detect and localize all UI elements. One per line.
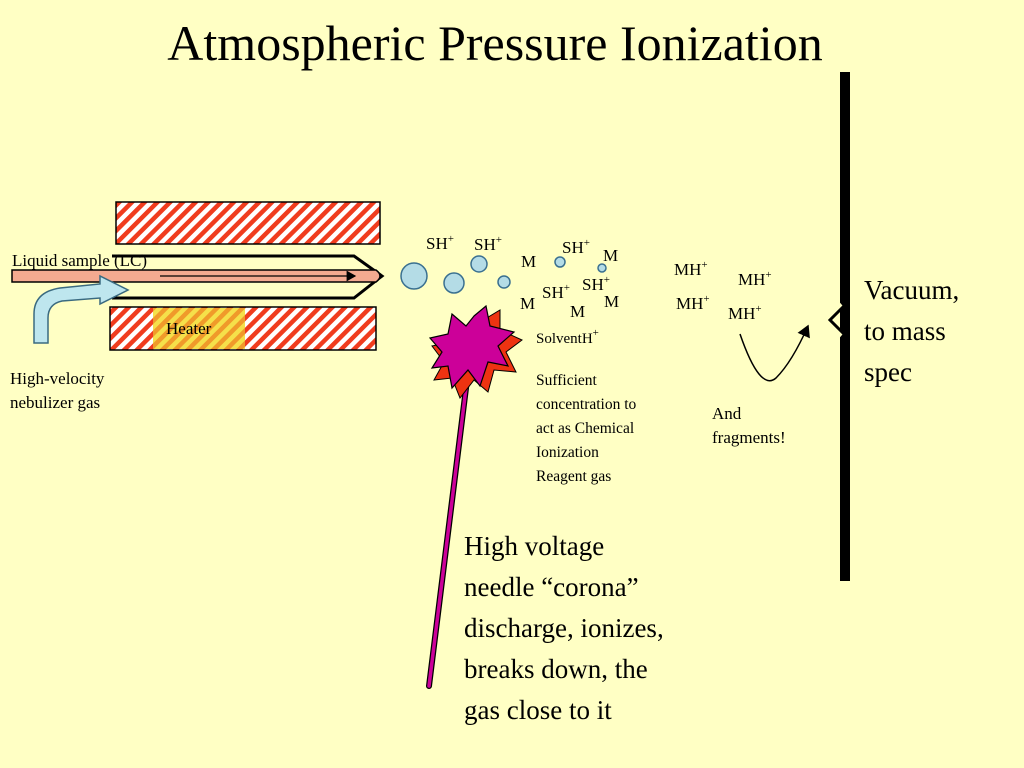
nebulizer-arrow: [33, 274, 130, 344]
heater-label-box: [153, 308, 245, 349]
ion-mh: MH+: [738, 269, 772, 290]
heater-block-top: [115, 201, 381, 245]
fragments-arrow: [739, 324, 810, 382]
liquid-sample-label: Liquid sample (LC): [12, 251, 148, 270]
ion-sh: SH+: [542, 282, 570, 303]
droplet: [554, 256, 566, 268]
heater-label: Heater: [166, 319, 212, 338]
ion-sh: SH+: [582, 274, 610, 295]
droplet: [400, 262, 428, 290]
ion-mh: MH+: [676, 293, 710, 314]
vacuum-orifice-edge: [827, 302, 848, 338]
nebulizer-label: High-velocity nebulizer gas: [10, 369, 105, 412]
ion-mh: MH+: [674, 259, 708, 280]
ion-m: M: [603, 246, 619, 265]
vacuum-wall: [840, 72, 850, 581]
ion-mh: MH+: [728, 303, 762, 324]
ion-m: M: [520, 294, 536, 313]
fragments-label: And fragments!: [712, 404, 786, 447]
ion-m: M: [604, 292, 620, 311]
ion-m: M: [521, 252, 537, 271]
ion-sh: SH+: [562, 237, 590, 258]
corona-spark: [428, 304, 516, 390]
droplet: [497, 275, 511, 289]
droplet: [597, 263, 607, 273]
ion-sh: SH+: [474, 234, 502, 255]
reagent-gas-label: Sufficient concentration to act as Chemi…: [536, 372, 637, 485]
corona-label: High voltage needle “corona” discharge, …: [464, 531, 664, 725]
droplet: [470, 255, 488, 273]
solvent-ion-label: SolventH+: [536, 327, 599, 348]
ion-sh: SH+: [426, 233, 454, 254]
ion-m: M: [570, 302, 586, 321]
vacuum-orifice: [819, 302, 844, 338]
vacuum-label: Vacuum, to mass spec: [864, 275, 960, 387]
page-title: Atmospheric Pressure Ionization: [167, 15, 823, 71]
corona-needle-core: [427, 370, 470, 688]
droplet: [443, 272, 465, 294]
